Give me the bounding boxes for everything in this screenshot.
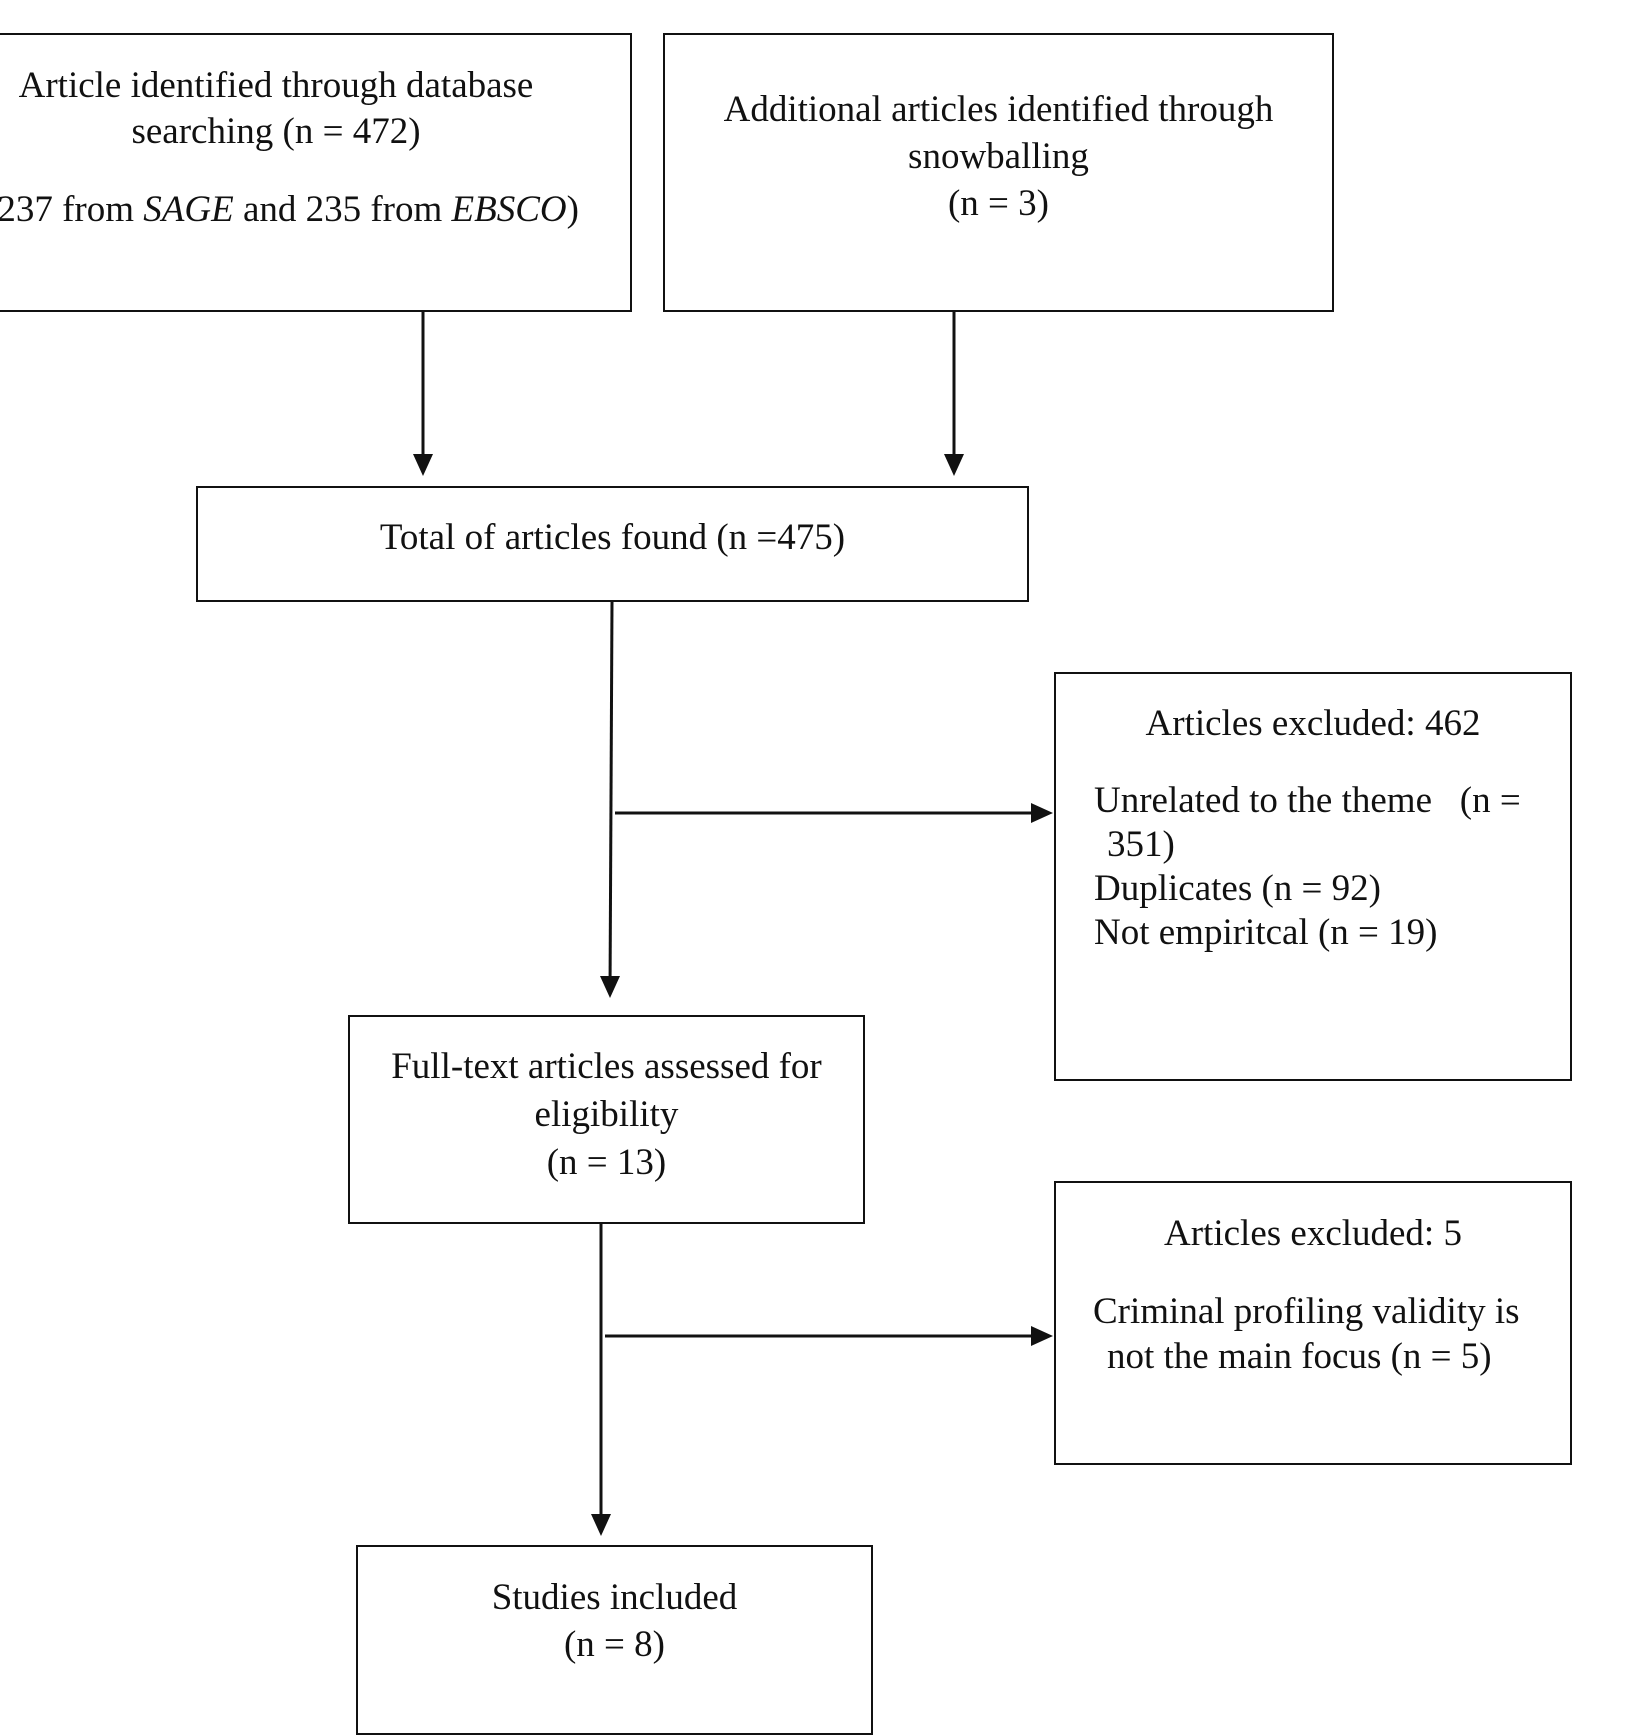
full-text-box	[348, 1015, 865, 1224]
database-search-line2: searching (n = 472)	[131, 111, 421, 152]
arrowhead-fulltext-to-included	[591, 1514, 611, 1536]
sources-sage: SAGE	[143, 189, 234, 230]
snowballing-line1: Additional articles identified through	[723, 89, 1274, 130]
full-text-line2: eligibility	[534, 1094, 679, 1135]
total-articles-label: Total of articles found (n =475)	[379, 517, 846, 558]
excluded-first-reason-unrelated-count: 351)	[1107, 824, 1175, 865]
sources-suffix: )	[566, 189, 579, 230]
arrowhead-database-to-total	[413, 454, 433, 476]
database-search-box	[0, 33, 632, 312]
studies-included-box	[356, 1545, 873, 1735]
snowballing-line2: snowballing	[908, 136, 1089, 177]
arrowhead-to-excluded-second	[1031, 1326, 1053, 1346]
snowballing-line3: (n = 3)	[947, 183, 1049, 224]
excluded-first-title: Articles excluded: 462	[1145, 703, 1481, 744]
excluded-first-box	[1054, 672, 1572, 1081]
studies-included-line2: (n = 8)	[563, 1624, 665, 1665]
full-text-line1: Full-text articles assessed for	[391, 1046, 822, 1087]
excluded-first-reason-not-empirical: Not empiritcal (n = 19)	[1094, 912, 1438, 953]
excluded-second-box	[1054, 1181, 1572, 1465]
sources-prefix: (237 from	[0, 189, 144, 230]
sources-ebsco: EBSCO	[451, 189, 567, 230]
studies-included-line1: Studies included	[491, 1577, 738, 1618]
excluded-first-reason-duplicates: Duplicates (n = 92)	[1094, 868, 1381, 909]
arrow-total-to-fulltext	[608, 601, 614, 995]
excluded-second-reason-line1: Criminal profiling validity is	[1093, 1291, 1520, 1332]
sources-mid: and 235 from	[233, 189, 452, 230]
arrowhead-snowballing-to-total	[944, 454, 964, 476]
snowballing-box	[663, 33, 1334, 312]
excluded-second-title: Articles excluded: 5	[1164, 1213, 1462, 1254]
arrowhead-total-to-fulltext	[600, 976, 620, 998]
full-text-line3: (n = 13)	[546, 1142, 667, 1183]
excluded-second-reason-line2: not the main focus (n = 5)	[1107, 1336, 1492, 1377]
database-search-line1: Article identified through database	[18, 65, 534, 106]
arrowhead-to-excluded-first	[1031, 803, 1053, 823]
database-search-sources: (237 from SAGE and 235 from EBSCO)	[0, 186, 579, 233]
total-articles-box	[196, 486, 1029, 602]
excluded-first-reason-unrelated: Unrelated to the theme (n =	[1094, 780, 1521, 821]
